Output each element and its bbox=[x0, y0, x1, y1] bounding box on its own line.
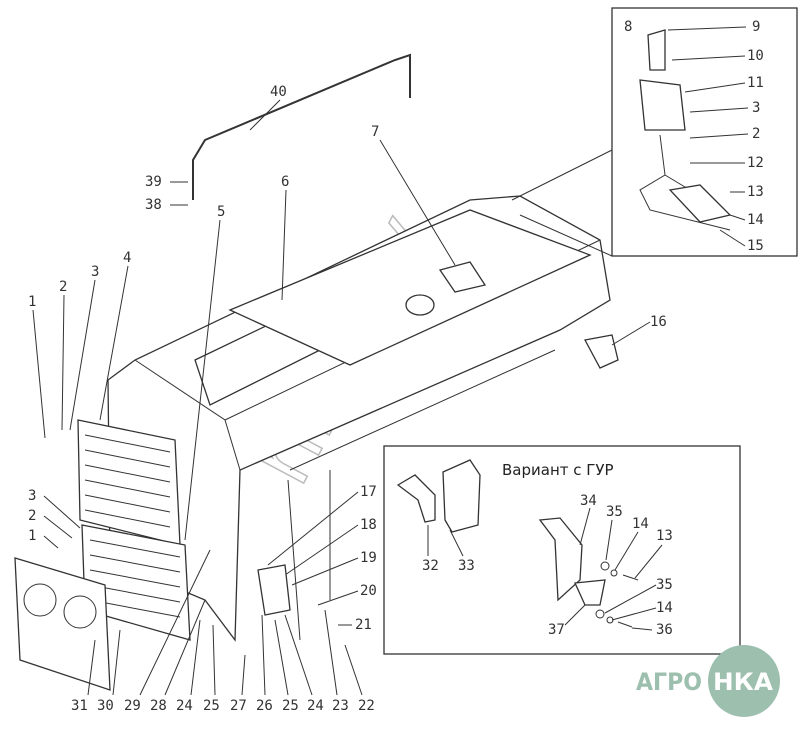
callout-35: 35 bbox=[606, 504, 623, 520]
callout-37: 37 bbox=[548, 622, 565, 638]
callout-29: 29 bbox=[124, 698, 141, 714]
upper-grille bbox=[77, 419, 181, 546]
agronka-logo: АГРО НКА bbox=[636, 645, 780, 717]
callout-8: 8 bbox=[624, 19, 632, 35]
callout-2: 2 bbox=[752, 126, 760, 142]
callout-27: 27 bbox=[230, 698, 247, 714]
callout-19: 19 bbox=[360, 550, 377, 566]
callout-5: 5 bbox=[217, 204, 225, 220]
callout-24: 24 bbox=[176, 698, 193, 714]
callout-28: 28 bbox=[150, 698, 167, 714]
callout-10: 10 bbox=[747, 48, 764, 64]
callout-7: 7 bbox=[371, 124, 379, 140]
lock-bracket bbox=[257, 564, 291, 616]
callout-35b: 35 bbox=[656, 577, 673, 593]
logo-text-right: НКА bbox=[713, 668, 773, 696]
callout-2-left: 2 bbox=[28, 508, 36, 524]
callout-3: 3 bbox=[752, 100, 760, 116]
callout-25: 25 bbox=[203, 698, 220, 714]
logo-text-left: АГРО bbox=[636, 668, 702, 696]
variant-parts bbox=[396, 459, 639, 628]
callout-6: 6 bbox=[281, 174, 289, 190]
headlight-frame bbox=[14, 557, 111, 691]
callout-40: 40 bbox=[270, 84, 287, 100]
callout-18: 18 bbox=[360, 517, 377, 533]
callout-15: 15 bbox=[747, 238, 764, 254]
callout-4: 4 bbox=[123, 250, 131, 266]
callout-14b: 14 bbox=[656, 600, 673, 616]
callout-20: 20 bbox=[360, 583, 377, 599]
callout-25b: 25 bbox=[282, 698, 299, 714]
callout-30: 30 bbox=[97, 698, 114, 714]
callout-39: 39 bbox=[145, 174, 162, 190]
variant-title: Вариант с ГУР bbox=[502, 461, 614, 479]
callout-14-variant: 14 bbox=[632, 516, 649, 532]
callout-38: 38 bbox=[145, 197, 162, 213]
callout-12: 12 bbox=[747, 155, 764, 171]
callout-3-main: 3 bbox=[91, 264, 99, 280]
callout-9: 9 bbox=[752, 19, 760, 35]
callout-36: 36 bbox=[656, 622, 673, 638]
callout-13-variant: 13 bbox=[656, 528, 673, 544]
latch-assembly bbox=[639, 29, 732, 231]
callout-3-left: 3 bbox=[28, 488, 36, 504]
hood bbox=[107, 195, 611, 642]
callout-2-main: 2 bbox=[59, 279, 67, 295]
callout-34: 34 bbox=[580, 493, 597, 509]
handle-rod bbox=[192, 53, 411, 200]
callout-11: 11 bbox=[747, 75, 764, 91]
bracket-16 bbox=[584, 334, 619, 369]
callout-32: 32 bbox=[422, 558, 439, 574]
callout-16: 16 bbox=[650, 314, 667, 330]
callout-1-left: 1 bbox=[28, 528, 36, 544]
callout-22: 22 bbox=[358, 698, 375, 714]
bottom-callouts: 31 30 29 28 24 25 27 26 25 24 23 22 bbox=[71, 549, 375, 714]
callout-1-main: 1 bbox=[28, 294, 36, 310]
callout-31: 31 bbox=[71, 698, 88, 714]
callout-14: 14 bbox=[747, 212, 764, 228]
callout-17: 17 bbox=[360, 484, 377, 500]
callout-21: 21 bbox=[355, 617, 372, 633]
callout-13: 13 bbox=[747, 184, 764, 200]
callout-26: 26 bbox=[256, 698, 273, 714]
callout-23: 23 bbox=[332, 698, 349, 714]
callout-33: 33 bbox=[458, 558, 475, 574]
callout-24b: 24 bbox=[307, 698, 324, 714]
